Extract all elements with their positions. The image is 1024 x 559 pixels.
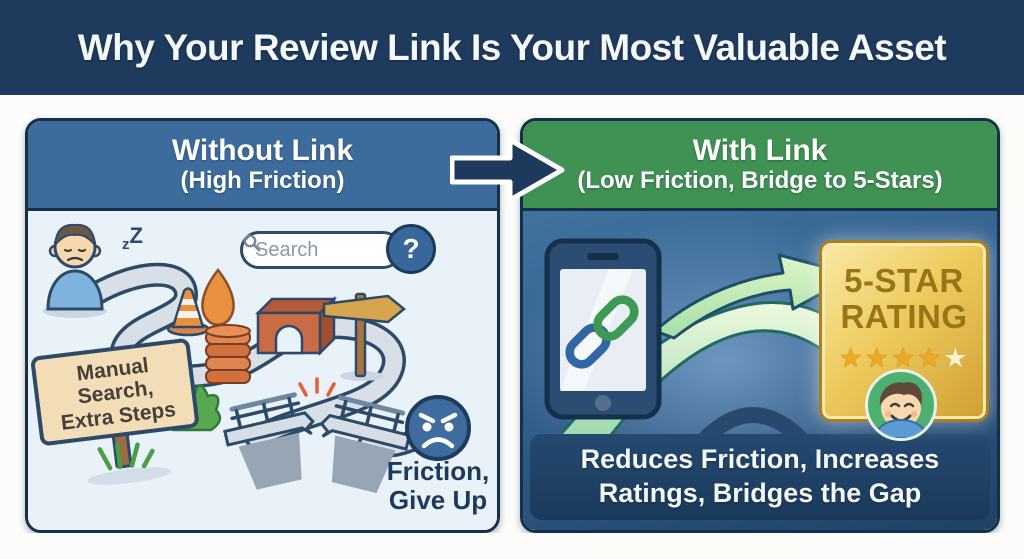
friction-caption: Friction, Give Up (372, 456, 497, 516)
five-star-badge: 5-STAR RATING ★★★★★ (819, 240, 989, 422)
sleep-text: zZ (122, 223, 143, 253)
search-placeholder: Search (255, 238, 319, 261)
angry-face-icon (405, 395, 471, 461)
banner: Why Your Review Link Is Your Most Valuab… (0, 0, 1024, 95)
search-bar: Search (240, 231, 402, 269)
bottom-strip (0, 533, 1024, 559)
left-panel-header: Without Link (High Friction) (28, 121, 497, 211)
search-icon (243, 234, 261, 252)
right-panel-header: With Link (Low Friction, Bridge to 5-Sta… (523, 121, 997, 211)
friction-line-2: Give Up (388, 485, 488, 516)
left-panel-subtitle: (High Friction) (180, 167, 345, 195)
spark-icon (298, 377, 336, 397)
barrels-icon (205, 324, 251, 384)
left-panel: Without Link (High Friction) (25, 118, 500, 533)
badge-line-2: RATING (840, 298, 968, 336)
badge-line-1: 5-STAR (844, 262, 964, 299)
stars-filled: ★★★★ (838, 342, 944, 373)
question-mark: ? (402, 233, 420, 264)
right-panel-subtitle: (Low Friction, Bridge to 5-Stars) (577, 167, 943, 195)
right-panel-body: 5-STAR RATING ★★★★★ Reduces Friction, In… (523, 211, 997, 530)
star-empty: ★ (943, 342, 970, 373)
phone-icon (544, 238, 662, 420)
signpost-icon (322, 292, 406, 381)
star-rating: ★★★★★ (822, 342, 986, 373)
brick-arch-icon (254, 295, 338, 357)
right-panel: With Link (Low Friction, Bridge to 5-Sta… (520, 118, 1000, 533)
sleepy-person-icon (43, 223, 107, 318)
left-panel-body: zZ Search ? Manual Search, Extra Steps F… (28, 211, 497, 530)
broken-bridge-icon (223, 377, 412, 494)
friction-line-1: Friction, (386, 456, 490, 486)
avatar-face-icon (872, 382, 930, 438)
caption-line-2: Ratings, Bridges the Gap (598, 478, 922, 508)
question-badge: ? (386, 224, 436, 274)
connector-arrow-icon (450, 137, 565, 203)
left-panel-title: Without Link (171, 134, 354, 168)
page-title: Why Your Review Link Is Your Most Valuab… (77, 26, 947, 68)
warning-sign (31, 338, 199, 485)
caption-line-1: Reduces Friction, Increases (580, 444, 940, 475)
happy-avatar (865, 369, 937, 441)
caption-box: Reduces Friction, Increases Ratings, Bri… (530, 434, 990, 520)
right-panel-title: With Link (692, 134, 828, 168)
left-illustration (31, 223, 471, 494)
